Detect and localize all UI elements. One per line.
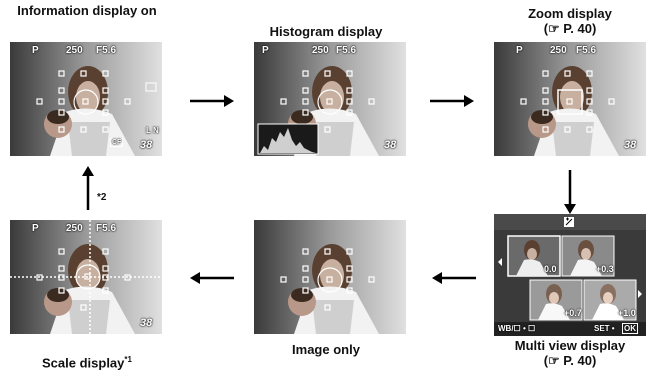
photo-histogram	[254, 42, 406, 156]
osd-shutter: 250	[312, 45, 329, 56]
photo-info	[10, 42, 162, 156]
photo-zoom	[494, 42, 646, 156]
osd-mode: P	[262, 45, 269, 56]
arrow-imageonly-to-scale	[190, 272, 234, 284]
screen-scale-display: P 250 F5.6 38	[10, 220, 162, 334]
arrow-left-icon	[498, 258, 502, 266]
arrow-right-icon	[638, 290, 642, 298]
zoom-title: Zoom display	[528, 6, 612, 21]
osd-aperture: F5.6	[96, 45, 117, 56]
osd-mode: P	[516, 45, 523, 56]
scale-footnote: *1	[124, 355, 132, 364]
caption-scale-display: Scale display*1	[12, 352, 162, 370]
osd-shots: 38	[140, 139, 153, 151]
screen-information-display: P 250 F5.6 L N CF 38	[10, 42, 162, 156]
multi-value-3: +0.7	[564, 308, 582, 318]
zoom-page-ref: (☞ P. 40)	[543, 21, 597, 36]
photo-image-only	[254, 220, 406, 334]
arrow-info-to-histogram	[190, 95, 234, 107]
caption-image-only: Image only	[292, 342, 360, 357]
multi-view-title: Multi view display	[514, 338, 626, 353]
osd-shutter: 250	[66, 223, 83, 234]
screen-image-only	[254, 220, 406, 334]
screen-histogram-display: P 250 F5.6 38	[254, 42, 406, 156]
multi-footer-left: WB/☐ • ☐	[498, 324, 536, 333]
osd-aperture: F5.6	[96, 223, 117, 234]
scale-title: Scale display	[42, 355, 125, 371]
osd-quality: L N	[146, 126, 159, 135]
multi-view-panel	[494, 214, 646, 336]
arrow-multiview-to-imageonly	[432, 272, 476, 284]
caption-zoom-display: Zoom display (☞ P. 40)	[494, 6, 646, 36]
osd-shutter: 250	[550, 45, 567, 56]
osd-shutter: 250	[66, 45, 83, 56]
photo-scale	[10, 220, 162, 334]
multi-footer-set: SET •	[594, 324, 615, 333]
osd-aperture: F5.6	[576, 45, 597, 56]
osd-shots: 38	[384, 139, 397, 151]
caption-multi-view-display: Multi view display (☞ P. 40)	[494, 338, 646, 368]
osd-mode: P	[32, 223, 39, 234]
screen-multi-view-display: 0.0 +0.3 +0.7 +1.0 WB/☐ • ☐ SET • OK	[494, 214, 646, 336]
multi-view-page-ref: (☞ P. 40)	[543, 353, 597, 368]
histogram-graph	[257, 123, 319, 155]
arrow-zoom-to-multiview	[564, 170, 576, 214]
multi-value-2: +0.3	[596, 264, 614, 274]
multi-footer-ok: OK	[622, 323, 638, 334]
multi-value-1: 0.0	[544, 264, 557, 274]
osd-aperture: F5.6	[336, 45, 357, 56]
osd-card: CF	[110, 138, 124, 147]
osd-shots: 38	[140, 317, 153, 329]
caption-information-display: Information display on	[17, 3, 157, 18]
osd-shots: 38	[624, 139, 637, 151]
multi-value-4: +1.0	[618, 308, 636, 318]
arrow-note: *2	[97, 192, 107, 203]
screen-zoom-display: P 250 F5.6 38	[494, 42, 646, 156]
caption-histogram-display: Histogram display	[269, 24, 383, 39]
arrow-scale-to-info	[82, 166, 94, 210]
arrow-histogram-to-zoom	[430, 95, 474, 107]
osd-mode: P	[32, 45, 39, 56]
